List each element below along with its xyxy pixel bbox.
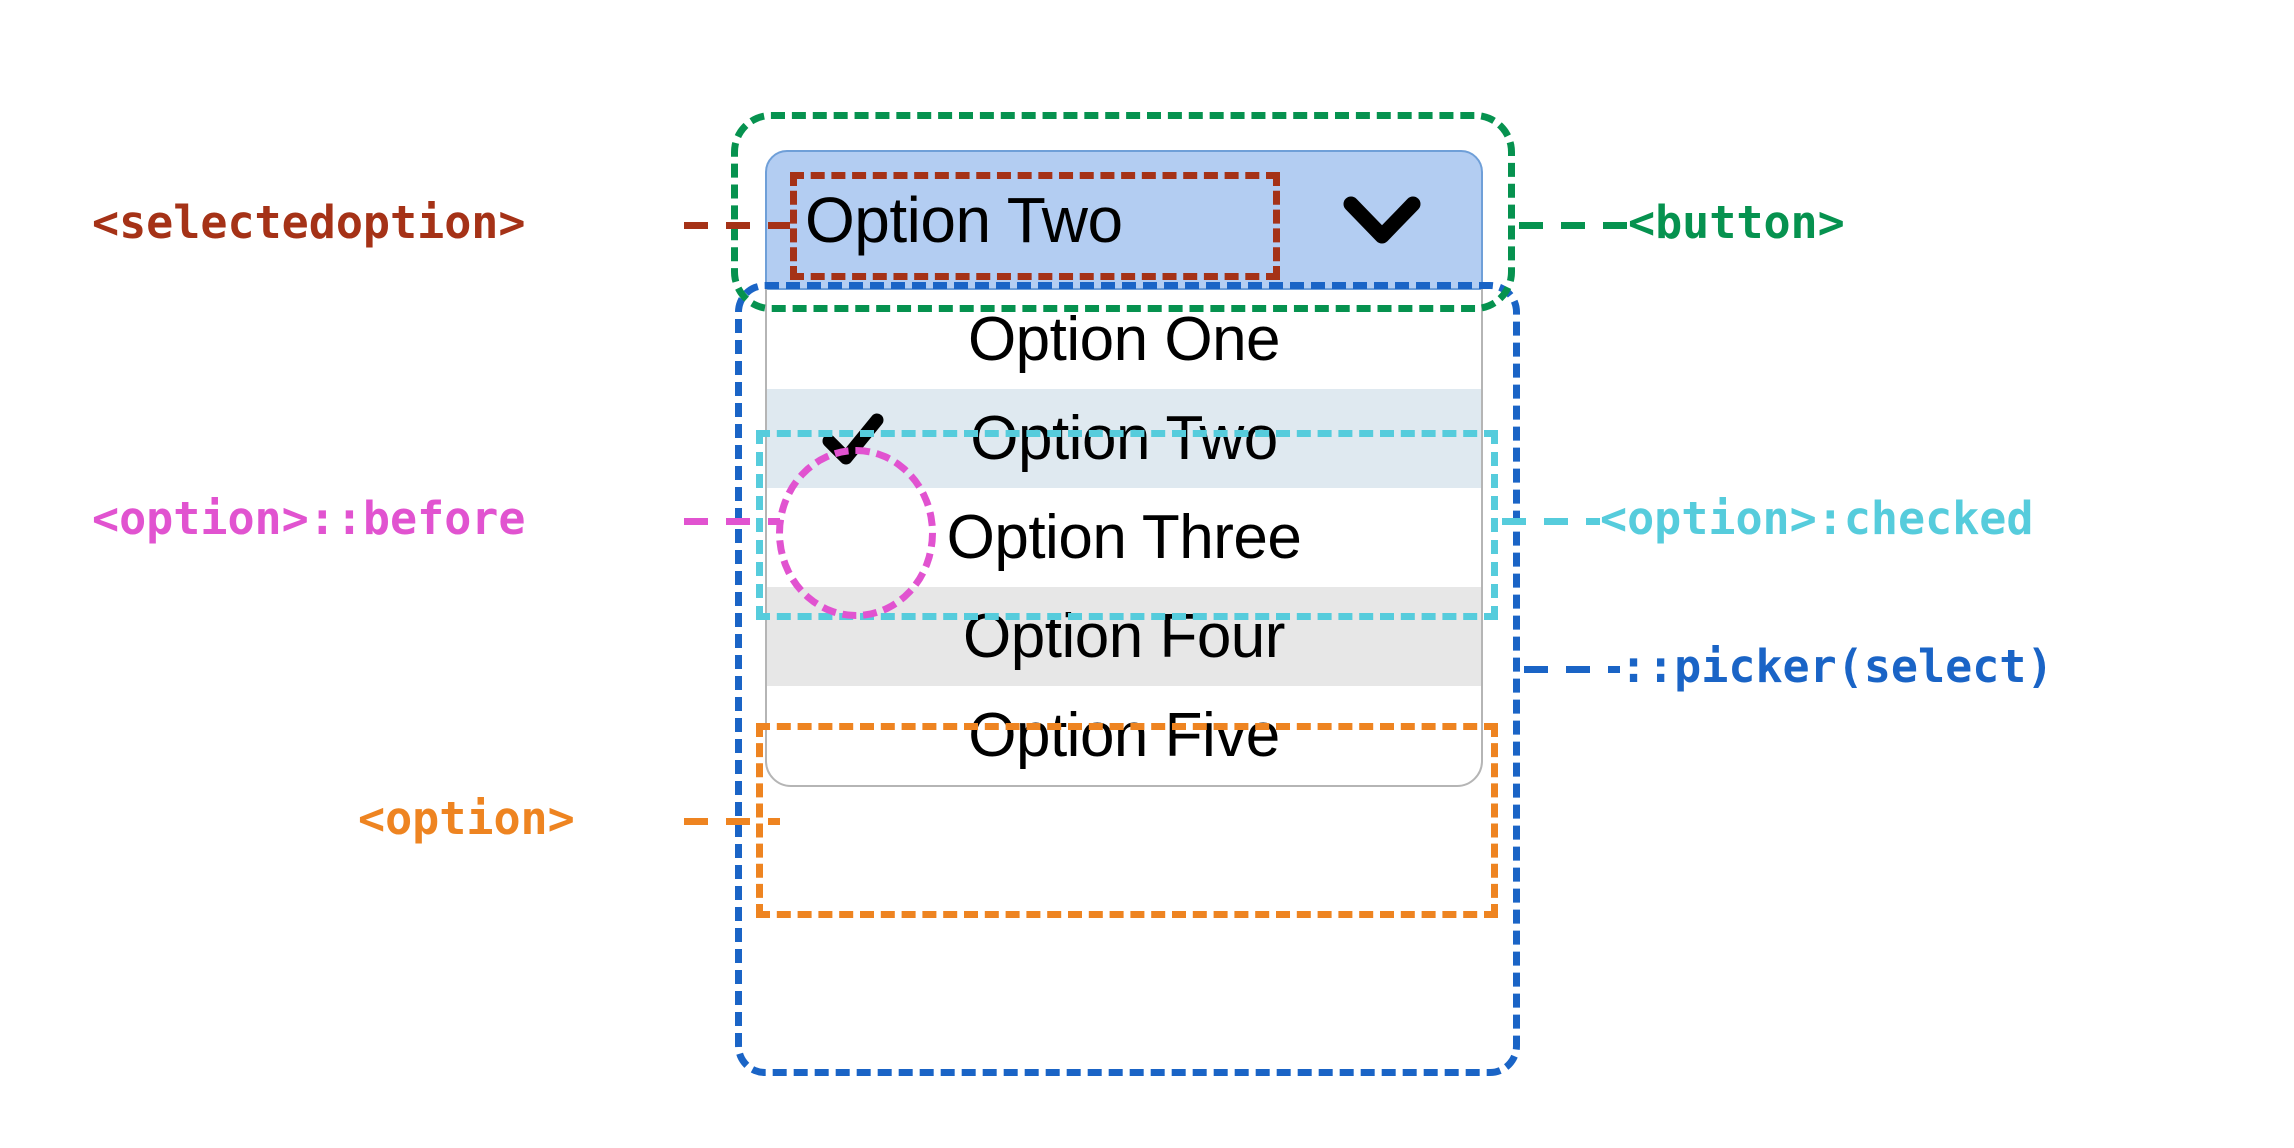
option-row-one[interactable]: Option One xyxy=(767,290,1481,389)
annotation-label-option-before: <option>::before xyxy=(92,492,526,545)
option-label: Option Five xyxy=(968,700,1280,770)
leader-picker-select xyxy=(1524,666,1620,673)
option-row-five[interactable]: Option Five xyxy=(767,686,1481,785)
leader-option xyxy=(684,818,780,825)
leader-option-checked xyxy=(1502,518,1600,525)
annotation-label-selectedoption: <selectedoption> xyxy=(92,196,526,249)
option-label: Option Three xyxy=(946,502,1302,572)
annotation-label-option-checked: <option>:checked xyxy=(1600,492,2034,545)
leader-button xyxy=(1519,222,1629,229)
select-widget[interactable]: Option Two Option One Option Two xyxy=(765,150,1483,787)
option-label: Option Four xyxy=(963,601,1285,671)
annotation-label-button: <button> xyxy=(1628,196,1845,249)
option-label: Option One xyxy=(967,304,1281,374)
option-row-three[interactable]: Option Three xyxy=(767,488,1481,587)
annotation-label-picker-select: ::picker(select) xyxy=(1620,640,2054,693)
option-label: Option Two xyxy=(970,403,1278,473)
picker-listbox[interactable]: Option One Option Two Option Three Optio… xyxy=(765,288,1483,787)
select-button[interactable]: Option Two xyxy=(765,150,1483,290)
option-row-two[interactable]: Option Two xyxy=(767,389,1481,488)
selectedoption-value: Option Two xyxy=(805,184,1123,256)
annotation-label-option: <option> xyxy=(358,792,575,845)
chevron-down-icon xyxy=(1343,190,1447,250)
option-row-four[interactable]: Option Four xyxy=(767,587,1481,686)
